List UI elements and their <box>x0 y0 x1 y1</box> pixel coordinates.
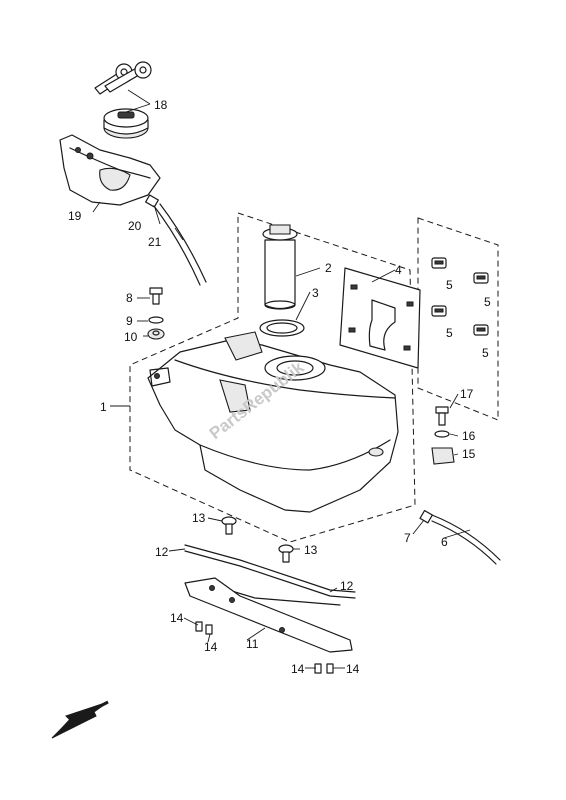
callout-5a: 5 <box>446 278 453 292</box>
bracket-bolt-lower <box>278 544 294 563</box>
bracket-screws <box>195 621 334 674</box>
retaining-clips <box>431 257 489 336</box>
callout-3: 3 <box>312 286 319 300</box>
callout-13b: 13 <box>304 543 318 557</box>
callout-16: 16 <box>462 429 476 443</box>
tank-mounting-bracket <box>184 577 353 653</box>
pump-o-ring <box>259 319 305 337</box>
fuel-tank-body <box>147 331 399 513</box>
tank-bolt-set-right <box>431 406 455 465</box>
fuel-cap <box>103 108 149 139</box>
callout-13a: 13 <box>192 511 206 525</box>
callout-5d: 5 <box>482 346 489 360</box>
callout-11: 11 <box>246 637 259 651</box>
arrow-down-left-icon <box>51 700 109 739</box>
bracket-bolt-upper <box>221 516 237 535</box>
callout-14b: 14 <box>204 640 218 654</box>
tank-bolt-set-left <box>147 287 165 340</box>
callout-21: 21 <box>148 235 162 249</box>
callout-6: 6 <box>441 535 448 549</box>
callout-2: 2 <box>325 261 332 275</box>
callout-12b: 12 <box>340 579 354 593</box>
callout-5b: 5 <box>484 295 491 309</box>
callout-8: 8 <box>126 291 133 305</box>
leader-lines <box>92 89 471 669</box>
breather-hose <box>145 194 207 286</box>
callout-10: 10 <box>124 330 138 344</box>
callout-20: 20 <box>128 219 142 233</box>
callout-5c: 5 <box>446 326 453 340</box>
callout-17: 17 <box>460 387 474 401</box>
callout-14c: 14 <box>291 662 305 676</box>
callout-18: 18 <box>154 98 168 112</box>
callout-14d: 14 <box>346 662 360 676</box>
ignition-key-set <box>94 61 152 95</box>
filler-neck-cover <box>59 134 161 206</box>
callout-7: 7 <box>404 531 411 545</box>
callout-15: 15 <box>462 447 476 461</box>
callout-1: 1 <box>100 400 107 414</box>
callout-14a: 14 <box>170 611 184 625</box>
callout-4: 4 <box>395 263 402 277</box>
callout-9: 9 <box>126 314 133 328</box>
callout-19: 19 <box>68 209 82 223</box>
fuel-pump-unit <box>262 224 298 310</box>
callout-12a: 12 <box>155 545 169 559</box>
callout-labels: 18 19 20 21 2 3 4 5 5 5 5 8 9 10 1 17 16… <box>68 98 491 676</box>
tank-gasket-plate <box>339 267 421 369</box>
clip-group-outline <box>417 217 499 421</box>
fuel-hose <box>419 509 501 565</box>
